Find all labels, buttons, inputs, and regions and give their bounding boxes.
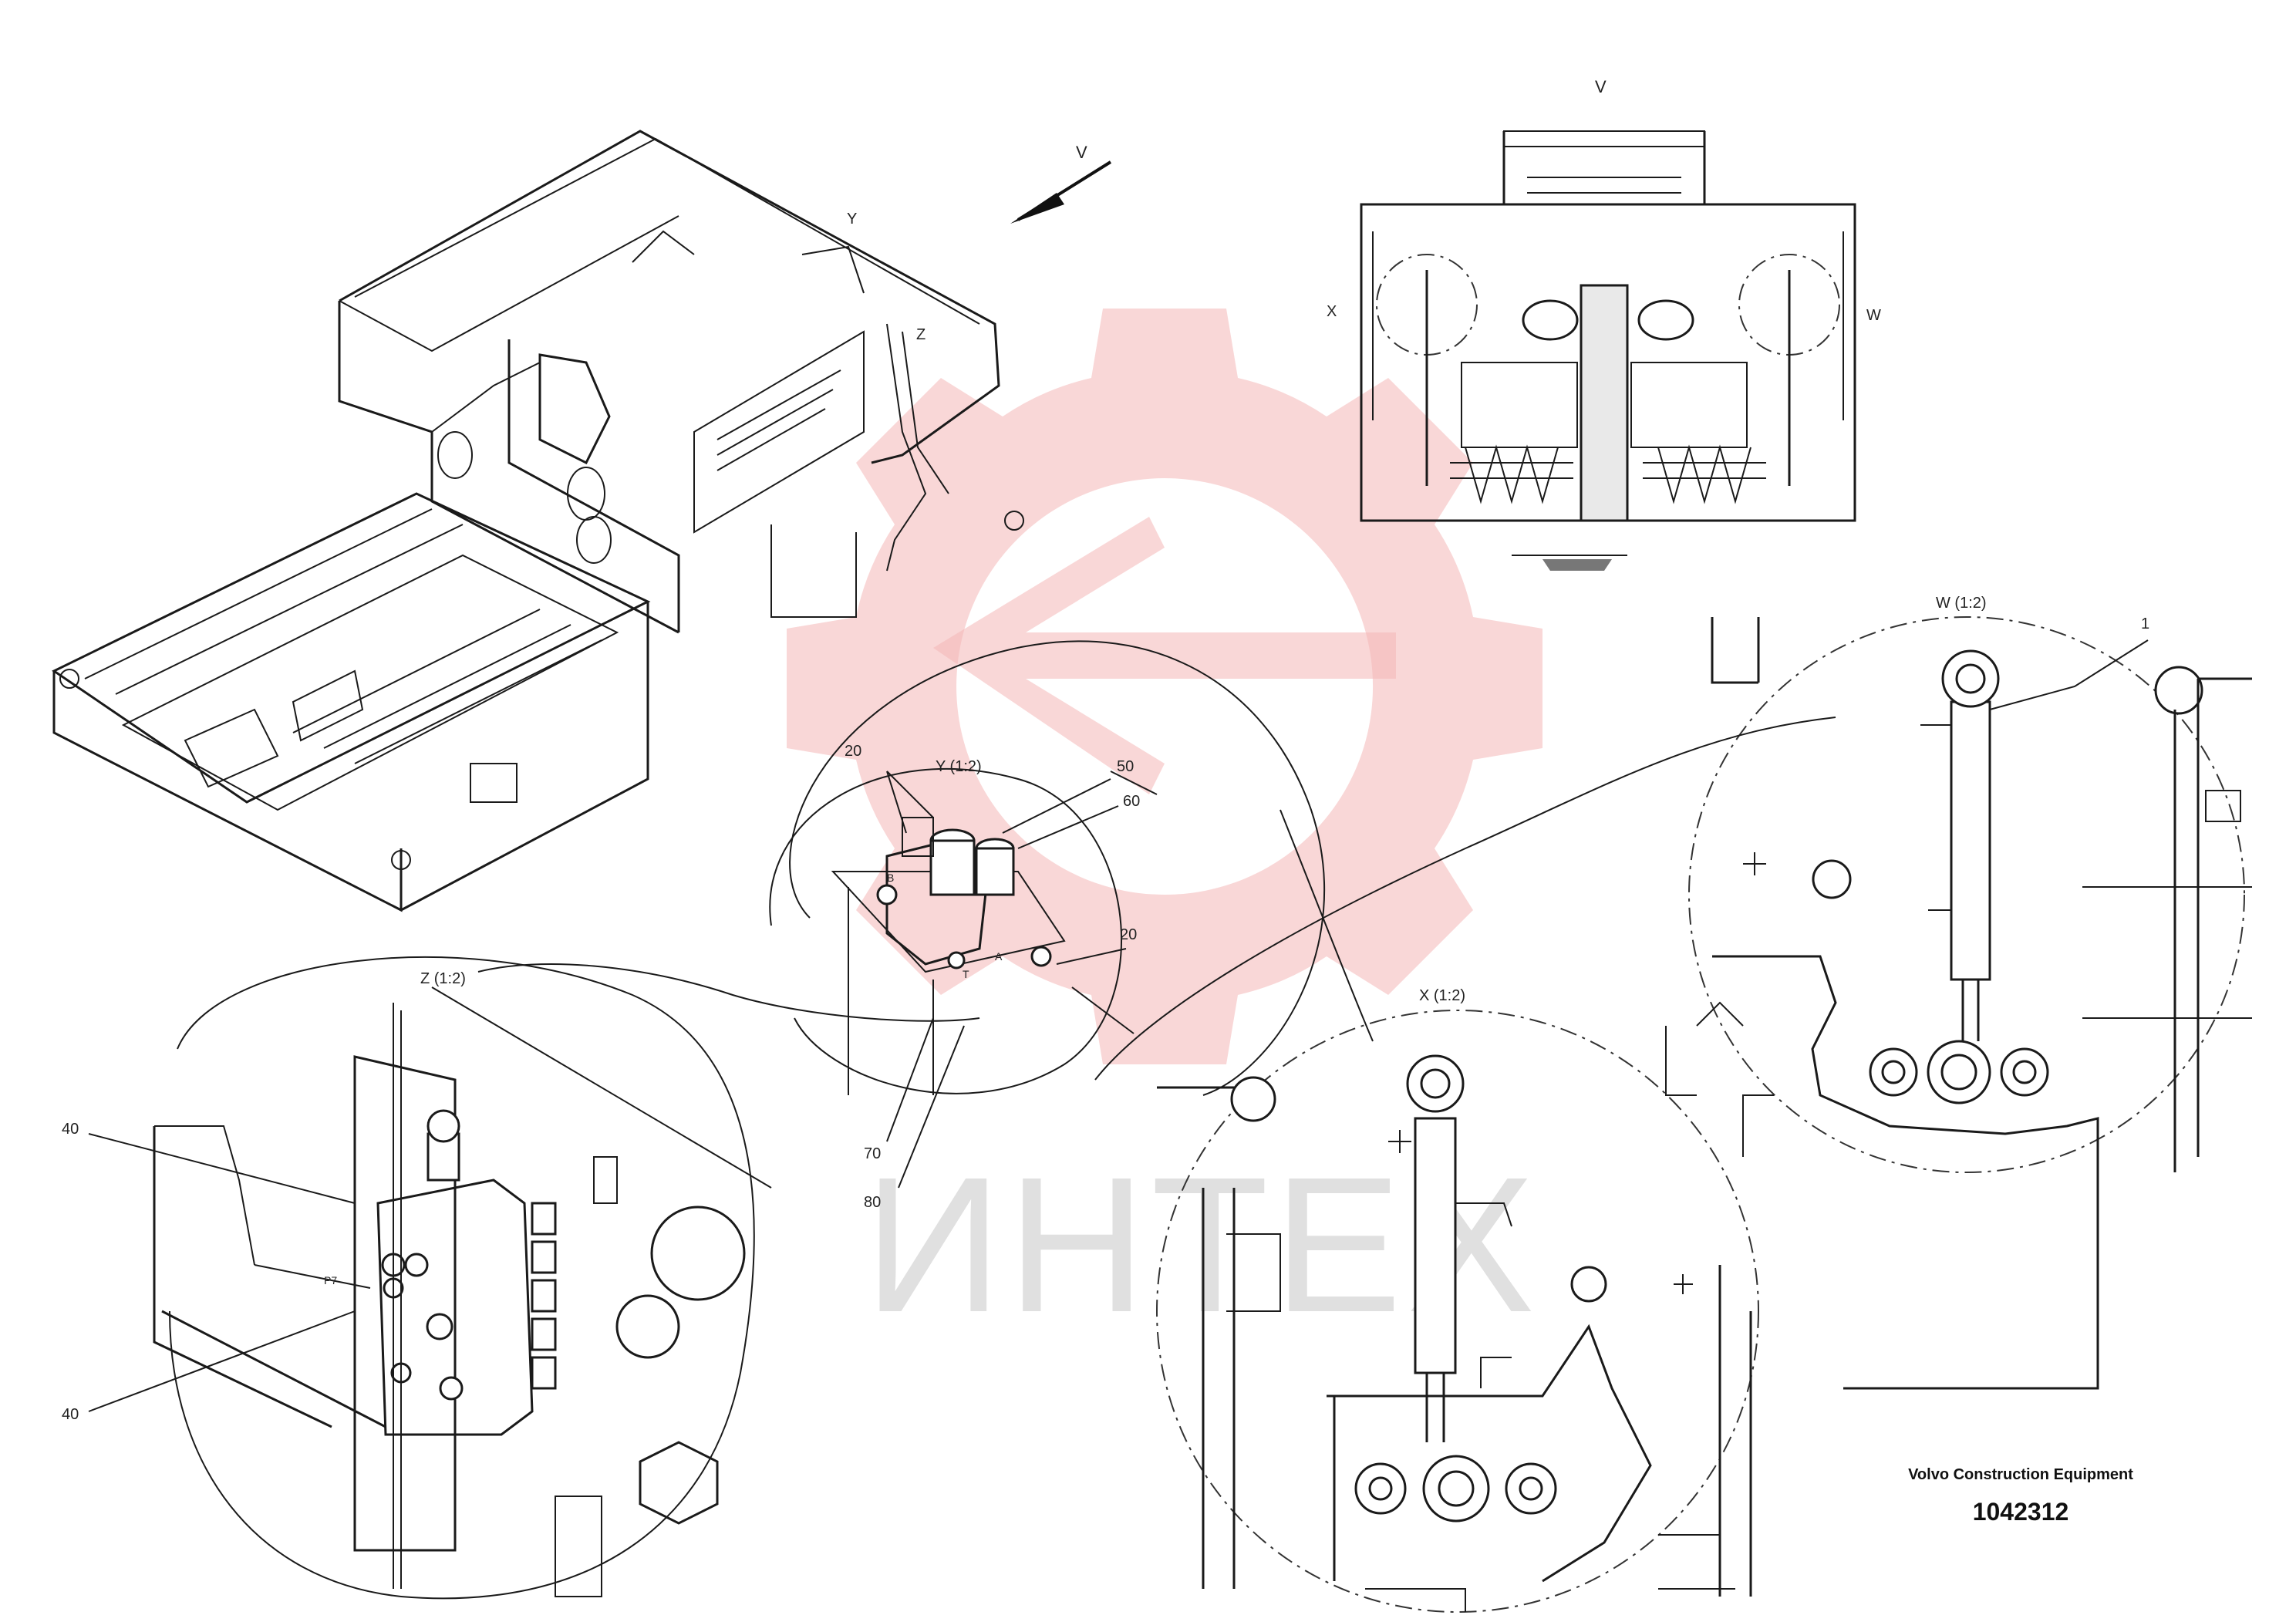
main-frame-isometric [52, 130, 1024, 912]
part-callout-40-upper: 40 [62, 1121, 79, 1138]
leader-lines [88, 639, 2149, 1412]
part-callout-20-lower: 20 [1120, 926, 1137, 943]
callout-y-marker: Y [847, 211, 857, 228]
detail-x-drawing [1156, 1010, 1759, 1613]
view-v-drawing [1360, 130, 1856, 571]
part-callout-20-upper: 20 [845, 743, 861, 760]
view-arrow-label: V [1076, 143, 1087, 162]
part-callout-70: 70 [864, 1145, 881, 1162]
watermark-logo [787, 309, 1542, 1064]
detail-y-drawing [769, 767, 1158, 1095]
port-p7-mark: P7 [324, 1274, 337, 1286]
part-callout-1: 1 [2141, 615, 2149, 632]
detail-z-drawing [153, 956, 772, 1600]
detail-z-title: Z (1:2) [420, 970, 466, 987]
view-v-title: V [1595, 77, 1607, 96]
part-callout-60: 60 [1123, 793, 1140, 810]
company-name: Volvo Construction Equipment [1908, 1466, 2133, 1483]
view-v-marker-x: X [1327, 303, 1337, 320]
detail-x-title: X (1:2) [1419, 987, 1465, 1004]
port-a-mark: A [995, 950, 1003, 963]
part-callout-50: 50 [1117, 758, 1134, 775]
detail-w-drawing [1665, 616, 2252, 1390]
view-direction-arrow [1010, 160, 1112, 224]
view-v-marker-w: W [1866, 307, 1881, 324]
port-t-mark: T [963, 968, 969, 980]
detail-w-title: W (1:2) [1936, 595, 1987, 612]
detail-y-title: Y (1:2) [936, 758, 982, 775]
callout-z-marker: Z [916, 326, 925, 343]
title-block: Volvo Construction Equipment 1042312 [1905, 1465, 2136, 1526]
port-b-mark: B [887, 872, 894, 884]
document-number: 1042312 [1972, 1498, 2069, 1526]
detail-connector-lines [477, 640, 1836, 1096]
part-callout-80: 80 [864, 1194, 881, 1211]
part-callout-40-lower: 40 [62, 1406, 79, 1423]
